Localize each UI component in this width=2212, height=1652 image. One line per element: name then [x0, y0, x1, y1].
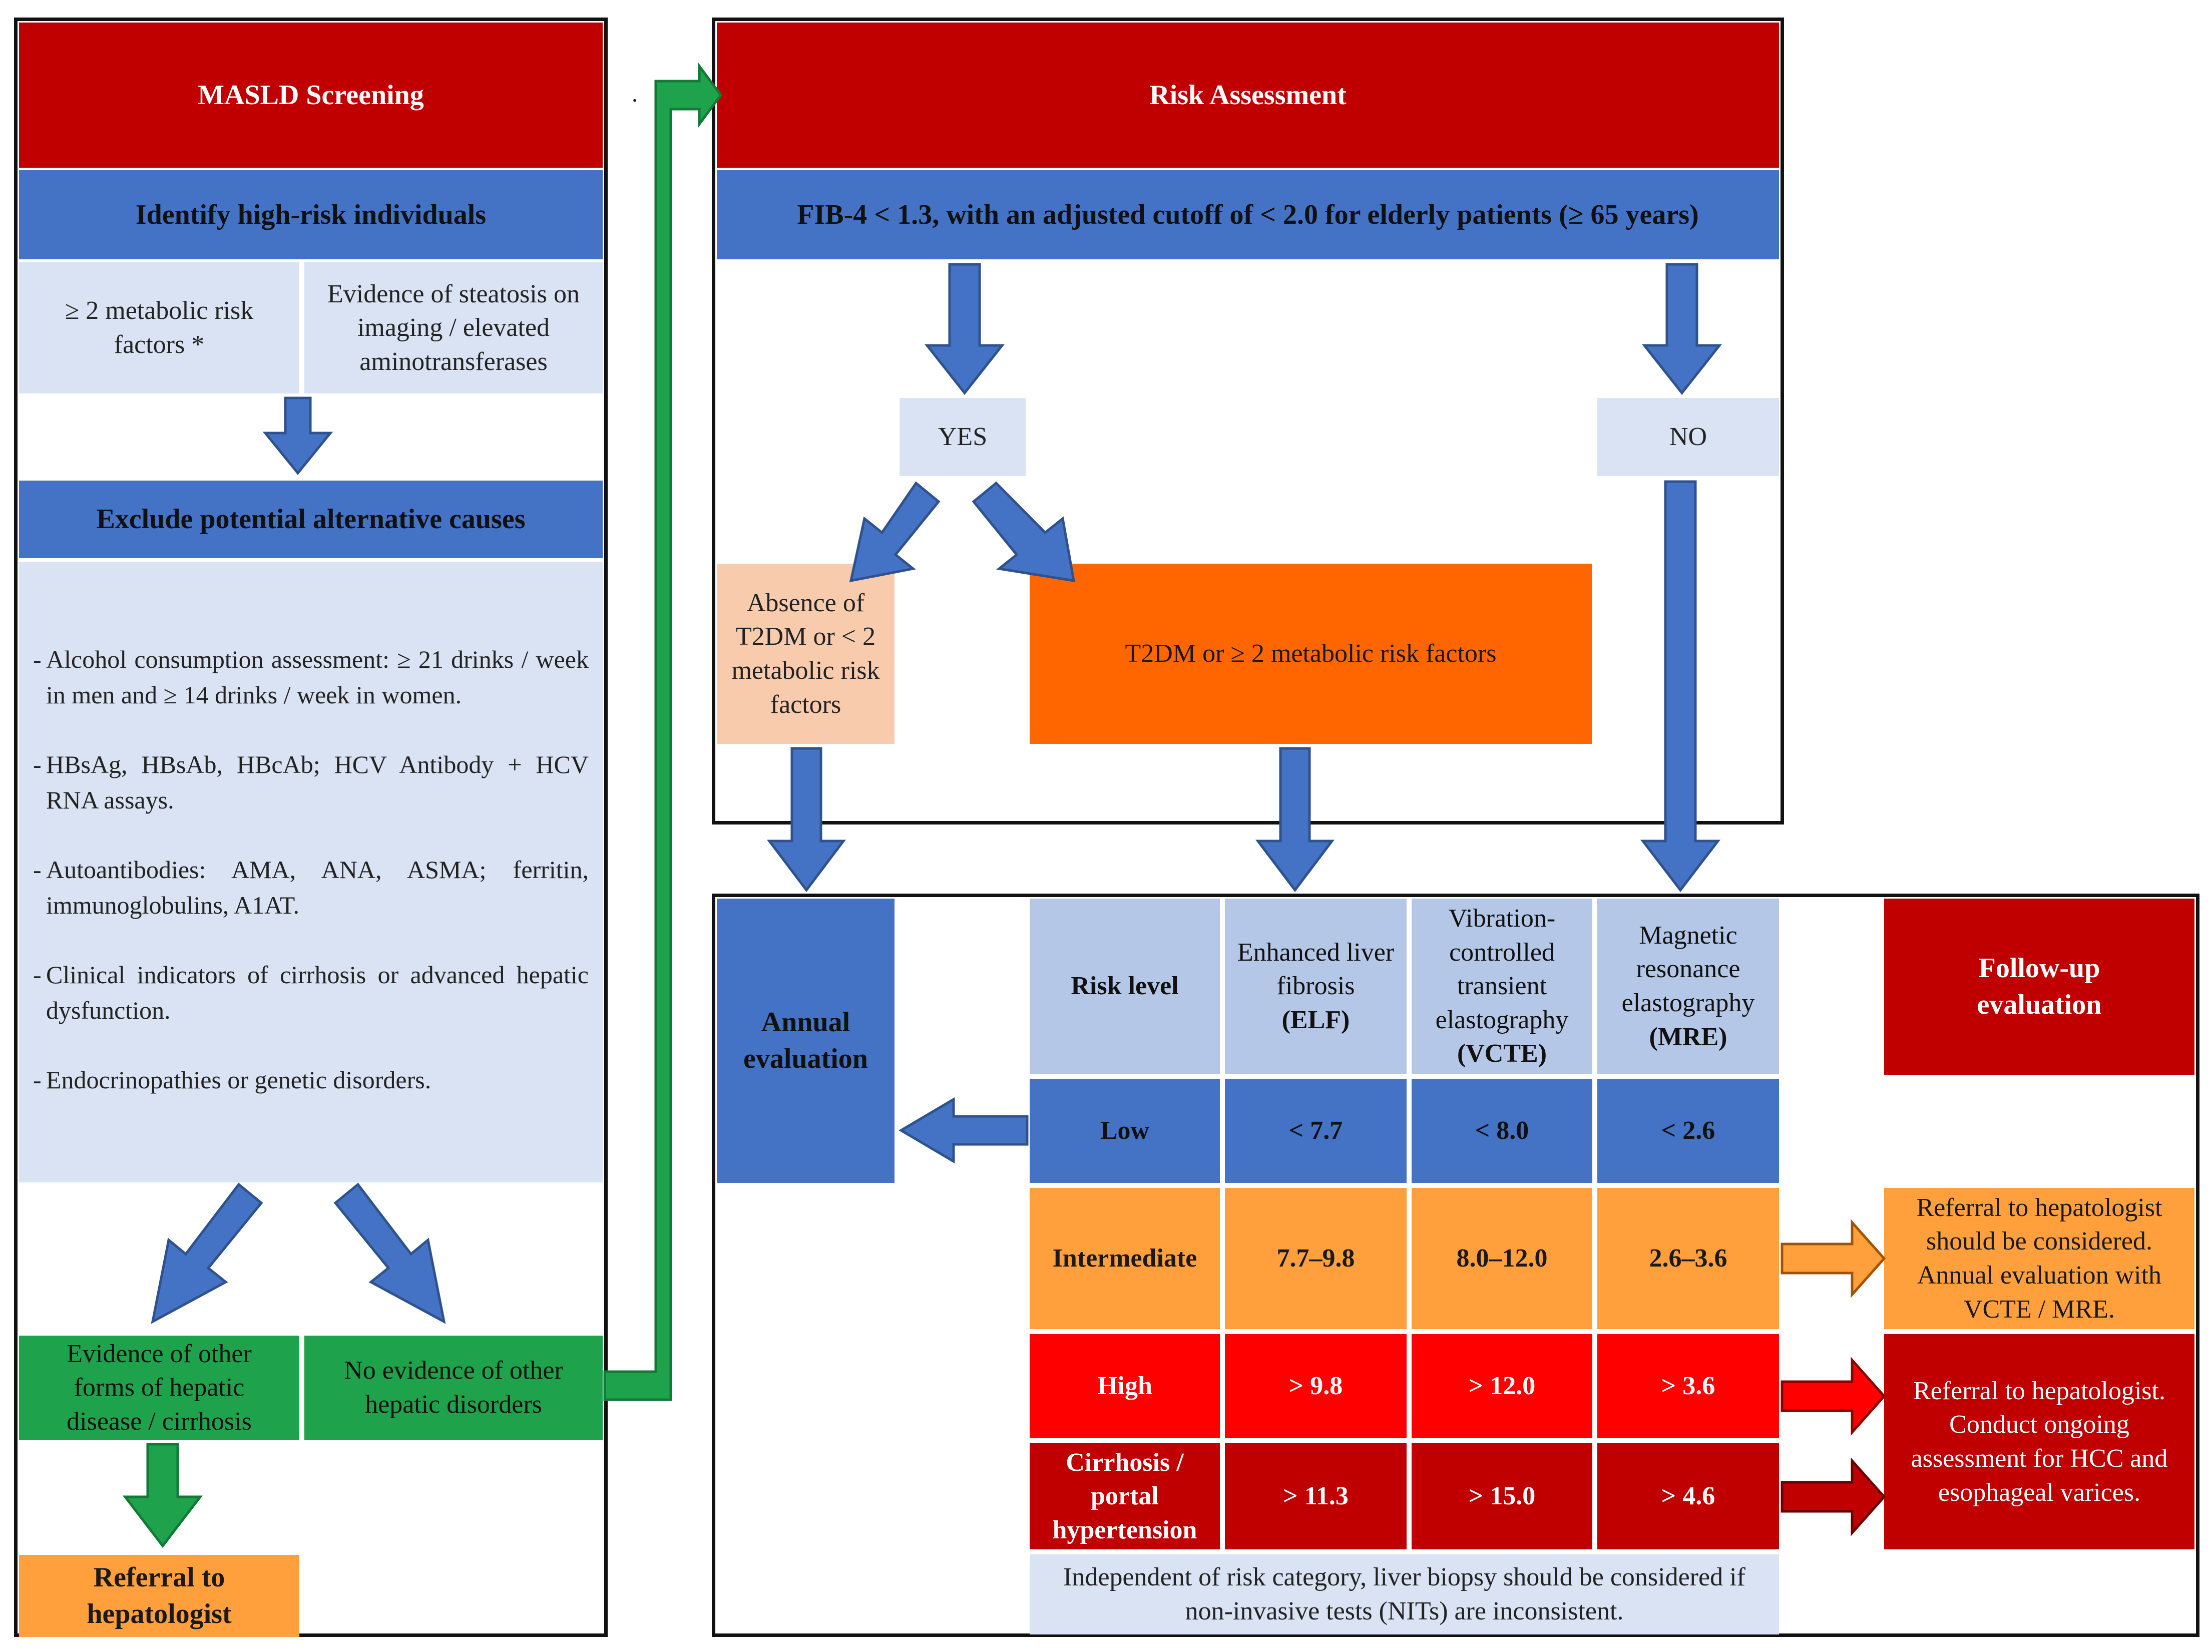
row-cirrhosis-mre: > 4.6 [1597, 1443, 1779, 1549]
exclude-header: Exclude potential alternative causes [19, 481, 603, 558]
t2dm-box: T2DM or ≥ 2 metabolic risk factors [1030, 564, 1592, 744]
header-vcte-abbr: (VCTE) [1457, 1039, 1547, 1068]
connector-arrow-icon [603, 62, 723, 1401]
row-cirrhosis-elf: > 11.3 [1225, 1443, 1407, 1549]
row-high-level: High [1030, 1334, 1220, 1438]
followup-high: Referral to hepatologist. Conduct ongoin… [1884, 1334, 2194, 1549]
row-intermediate-elf: 7.7–9.8 [1225, 1188, 1407, 1329]
screening-title: MASLD Screening [19, 23, 603, 168]
header-elf-name: Enhanced liver fibrosis [1237, 938, 1395, 1001]
fib4-header: FIB-4 < 1.3, with an adjusted cutoff of … [717, 170, 1779, 259]
annual-evaluation-box: Annual evaluation [717, 899, 895, 1183]
criteria-metabolic: ≥ 2 metabolic risk factors * [19, 262, 299, 393]
row-high-vcte: > 12.0 [1412, 1334, 1592, 1438]
risk-title: Risk Assessment [717, 23, 1779, 168]
biopsy-note: Independent of risk category, liver biop… [1030, 1554, 1779, 1634]
yes-box: YES [900, 398, 1026, 476]
followup-title: Follow-up evaluation [1884, 899, 2194, 1075]
header-mre-abbr: (MRE) [1649, 1022, 1727, 1051]
row-high-elf: > 9.8 [1225, 1334, 1407, 1438]
row-cirrhosis-level: Cirrhosis / portal hypertension [1030, 1443, 1220, 1549]
header-mre: Magnetic resonance elastography (MRE) [1597, 899, 1779, 1074]
outcome-no-other: No evidence of other hepatic disorders [304, 1336, 603, 1440]
header-vcte: Vibration-controlled transient elastogra… [1412, 899, 1592, 1074]
row-cirrhosis-vcte: > 15.0 [1412, 1443, 1592, 1549]
no-box: NO [1597, 398, 1779, 476]
exclusion-item-cirrhosis: Clinical indicators of cirrhosis or adva… [33, 957, 589, 1028]
exclusion-list: Alcohol consumption assessment: ≥ 21 dri… [19, 562, 603, 1182]
header-elf-abbr: (ELF) [1281, 1005, 1350, 1034]
row-low-mre: < 2.6 [1597, 1079, 1779, 1183]
row-low-vcte: < 8.0 [1412, 1079, 1592, 1183]
row-low-level: Low [1030, 1079, 1220, 1183]
header-elf: Enhanced liver fibrosis (ELF) [1225, 899, 1407, 1074]
exclusion-item-endocrine: Endocrinopathies or genetic disorders. [33, 1062, 589, 1098]
exclusion-item-autoantibodies: Autoantibodies: AMA, ANA, ASMA; ferritin… [33, 852, 589, 923]
absence-box: Absence of T2DM or < 2 metabolic risk fa… [717, 564, 895, 744]
outcome-other-disease: Evidence of other forms of hepatic disea… [19, 1336, 299, 1440]
header-mre-name: Magnetic resonance elastography [1621, 921, 1755, 1017]
row-intermediate-vcte: 8.0–12.0 [1412, 1188, 1592, 1329]
row-intermediate-mre: 2.6–3.6 [1597, 1188, 1779, 1329]
stray-dot: . [632, 81, 638, 107]
exclusion-item-hepatitis: HBsAg, HBsAb, HBcAb; HCV Antibody + HCV … [33, 747, 589, 818]
followup-intermediate: Referral to hepatologist should be consi… [1884, 1188, 2194, 1329]
row-intermediate-level: Intermediate [1030, 1188, 1220, 1329]
header-risk-level: Risk level [1030, 899, 1220, 1074]
row-high-mre: > 3.6 [1597, 1334, 1779, 1438]
identify-header: Identify high-risk individuals [19, 170, 603, 259]
exclusion-item-alcohol: Alcohol consumption assessment: ≥ 21 dri… [33, 642, 589, 713]
row-low-elf: < 7.7 [1225, 1079, 1407, 1183]
criteria-steatosis: Evidence of steatosis on imaging / eleva… [304, 262, 603, 393]
referral-box: Referral to hepatologist [19, 1555, 299, 1637]
header-vcte-name: Vibration-controlled transient elastogra… [1435, 904, 1569, 1034]
